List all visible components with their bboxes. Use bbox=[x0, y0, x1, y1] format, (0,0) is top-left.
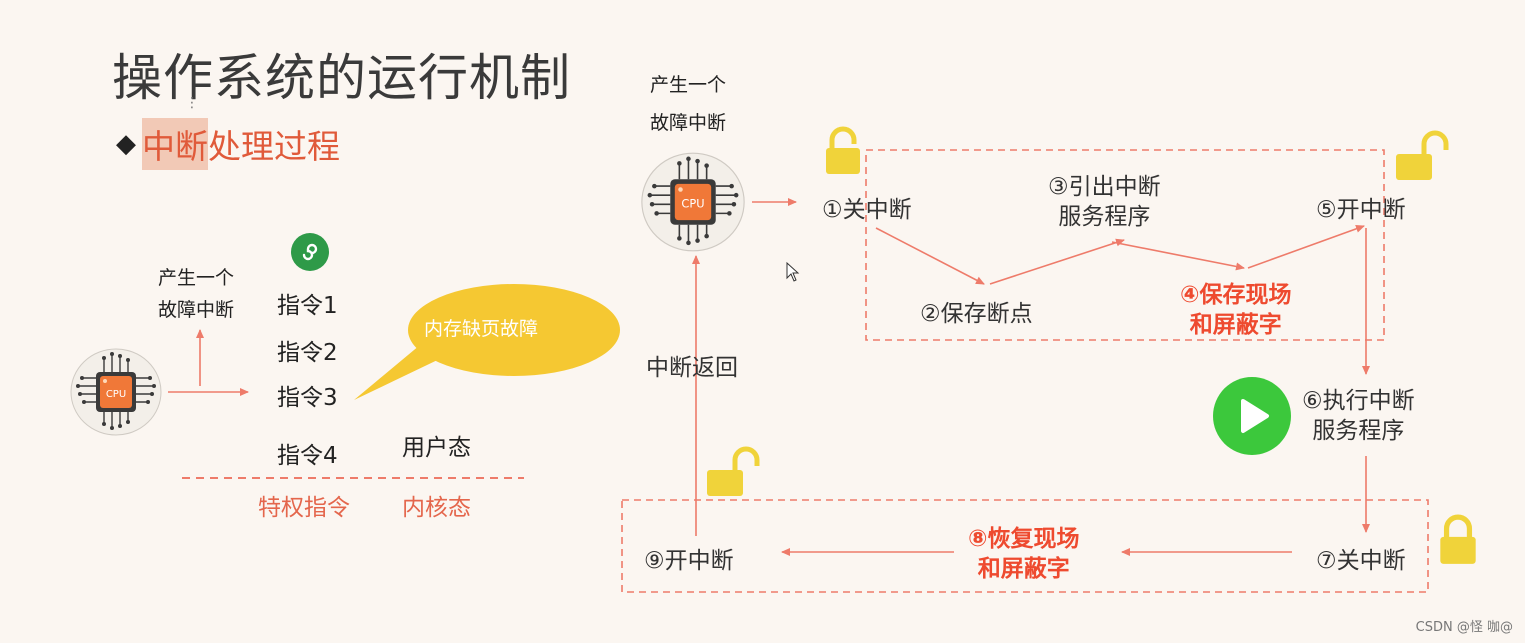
step-9-enable-interrupt: ⑨开中断 bbox=[644, 548, 734, 574]
heading-highlight: 中断 bbox=[142, 118, 208, 170]
cpu-chip-icon: CPU bbox=[641, 152, 745, 252]
right-fault-line1: 产生一个 bbox=[650, 74, 727, 96]
watermark: CSDN @怪 咖@ bbox=[1415, 620, 1513, 635]
step-6-line1: ⑥执行中断 bbox=[1302, 388, 1415, 414]
step-8-restore-context: ⑧恢复现场 和屏蔽字 bbox=[968, 524, 1079, 584]
lock-icon bbox=[1440, 514, 1476, 564]
lock-icon bbox=[826, 126, 860, 174]
interrupt-exit-box bbox=[621, 499, 1429, 593]
step-3-invoke-service: ③引出中断 服务程序 bbox=[1048, 172, 1161, 232]
arrow-step1-to-step2 bbox=[875, 227, 985, 285]
instruction-3: 指令3 bbox=[277, 385, 338, 411]
left-fault-line2: 故障中断 bbox=[158, 299, 235, 321]
bubble-text: 内存缺页故障 bbox=[424, 318, 539, 340]
step-4-line2: 和屏蔽字 bbox=[1189, 312, 1282, 338]
right-fault-label: 产生一个 故障中断 bbox=[650, 66, 726, 142]
arrow-step3-to-step4 bbox=[1111, 241, 1245, 271]
arrow-step4-to-step5 bbox=[1247, 224, 1365, 269]
cpu-label: CPU bbox=[681, 197, 704, 211]
step-6-execute-service: ⑥执行中断 服务程序 bbox=[1302, 386, 1415, 446]
instruction-1: 指令1 bbox=[277, 293, 338, 319]
left-fault-label: 产生一个 故障中断 bbox=[158, 262, 234, 326]
unlock-icon bbox=[707, 446, 760, 496]
user-mode-label: 用户态 bbox=[402, 435, 471, 461]
privileged-instruction-label: 特权指令 bbox=[258, 495, 350, 521]
step-8-line2: 和屏蔽字 bbox=[977, 556, 1070, 582]
step-6-line2: 服务程序 bbox=[1312, 418, 1405, 444]
step-4-line1: ④保存现场 bbox=[1180, 282, 1292, 308]
instruction-2: 指令2 bbox=[277, 340, 338, 366]
step-5-enable-interrupt: ⑤开中断 bbox=[1316, 197, 1406, 223]
step-1-disable-interrupt: ①关中断 bbox=[822, 197, 912, 223]
interrupt-entry-box bbox=[865, 149, 1385, 341]
play-icon[interactable] bbox=[1212, 376, 1292, 456]
cursor-icon bbox=[786, 261, 800, 282]
arrow-step2-to-step3 bbox=[989, 238, 1125, 285]
cpu-chip-icon: CPU bbox=[70, 348, 162, 436]
mini-program-icon[interactable] bbox=[291, 233, 329, 271]
fault-speech-bubble bbox=[354, 284, 620, 400]
step-3-line1: ③引出中断 bbox=[1048, 174, 1161, 200]
unlock-icon bbox=[1396, 130, 1449, 180]
interrupt-return-label: 中断返回 bbox=[646, 355, 738, 381]
instruction-4: 指令4 bbox=[277, 443, 338, 469]
section-heading: ◆ 中断 处理过程 bbox=[116, 118, 340, 170]
step-4-save-context: ④保存现场 和屏蔽字 bbox=[1180, 280, 1291, 340]
page-title: 操作系统的运行机制 bbox=[112, 49, 571, 107]
step-7-disable-interrupt: ⑦关中断 bbox=[1316, 548, 1406, 574]
step-8-line1: ⑧恢复现场 bbox=[968, 526, 1080, 552]
cpu-label: CPU bbox=[106, 389, 126, 400]
heading-rest: 处理过程 bbox=[208, 127, 340, 166]
diamond-bullet-icon: ◆ bbox=[116, 129, 136, 159]
left-fault-line1: 产生一个 bbox=[158, 267, 235, 289]
right-fault-line2: 故障中断 bbox=[650, 112, 727, 134]
step-3-line2: 服务程序 bbox=[1058, 204, 1151, 230]
step-2-save-breakpoint: ②保存断点 bbox=[920, 301, 1033, 327]
kernel-mode-label: 内核态 bbox=[402, 495, 471, 521]
